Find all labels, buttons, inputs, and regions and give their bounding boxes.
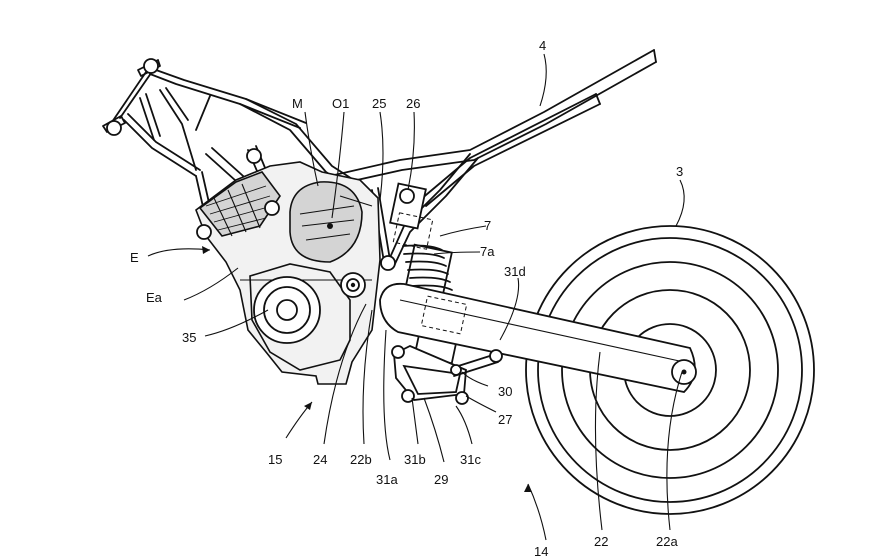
frame-pivots [106, 58, 415, 271]
label-31c: 31c [460, 452, 481, 467]
label-engine: E [130, 250, 139, 265]
label-31a: 31a [376, 472, 398, 487]
label-shock-part: 7a [480, 244, 495, 259]
label-frame: 4 [539, 38, 546, 53]
label-22b: 22b [350, 452, 372, 467]
label-35: 35 [182, 330, 196, 345]
label-motor: M [292, 96, 303, 111]
label-shock: 7 [484, 218, 491, 233]
drive-pulley-35 [253, 276, 321, 344]
label-motor-axis: O1 [332, 96, 349, 111]
label-31b: 31b [404, 452, 426, 467]
label-26: 26 [406, 96, 420, 111]
motor [289, 181, 373, 263]
label-swingarm: 22 [594, 534, 608, 549]
label-15: 15 [268, 452, 282, 467]
label-axle: 22a [656, 534, 678, 549]
label-29: 29 [434, 472, 448, 487]
reference-labels: M O1 25 26 4 3 7 7a 31d E Ea 35 30 27 15… [130, 38, 683, 558]
engine-sprocket [340, 272, 366, 298]
label-30: 30 [498, 384, 512, 399]
label-engine-case: Ea [146, 290, 163, 305]
link-mechanism [391, 345, 503, 405]
label-24: 24 [313, 452, 327, 467]
label-14: 14 [534, 544, 548, 558]
leader-lines [147, 53, 685, 541]
label-31d: 31d [504, 264, 526, 279]
label-25: 25 [372, 96, 386, 111]
label-27: 27 [498, 412, 512, 427]
swingarm [379, 282, 697, 393]
pointer-arrows [202, 246, 532, 492]
label-rear-wheel: 3 [676, 164, 683, 179]
